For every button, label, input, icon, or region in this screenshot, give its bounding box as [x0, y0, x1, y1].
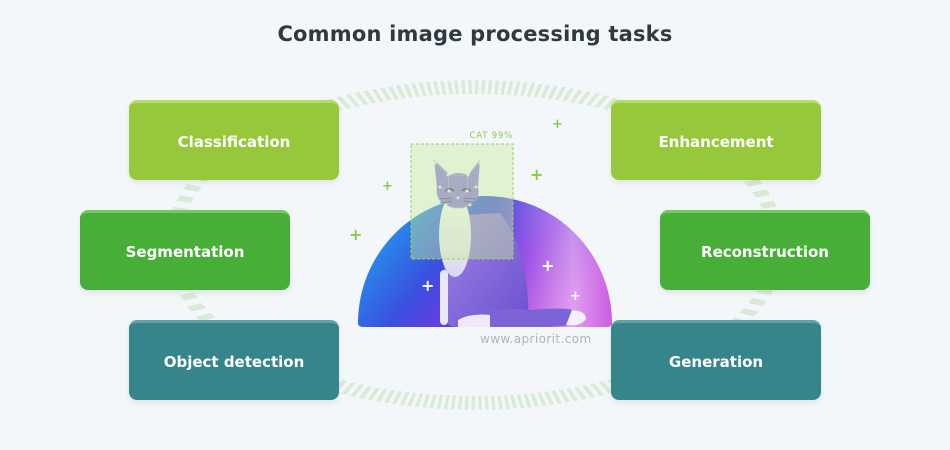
task-enhancement: Enhancement	[611, 100, 821, 180]
task-reconstruction: Reconstruction	[660, 210, 870, 290]
sparkle-icon: +	[530, 165, 543, 184]
sparkle-icon: +	[421, 276, 434, 295]
cat-illustration: CAT 99% + + + + + + +	[349, 117, 612, 327]
detection-box	[410, 143, 514, 260]
task-classification: Classification	[129, 100, 339, 180]
diagram-title: Common image processing tasks	[277, 22, 673, 46]
sparkle-icon: +	[570, 289, 581, 304]
cat-figure	[434, 160, 586, 327]
sparkles: + + + + + + +	[349, 117, 581, 304]
task-generation: Generation	[611, 320, 821, 400]
sparkle-icon: +	[552, 117, 563, 132]
detection-label: CAT 99%	[470, 131, 513, 141]
sparkle-icon: +	[382, 179, 393, 194]
task-object-detection: Object detection	[129, 320, 339, 400]
sparkle-icon: +	[349, 225, 362, 244]
landmark-mesh	[434, 162, 481, 210]
watermark: www.apriorit.com	[480, 332, 592, 346]
task-segmentation: Segmentation	[80, 210, 290, 290]
sparkle-icon: +	[541, 256, 554, 275]
